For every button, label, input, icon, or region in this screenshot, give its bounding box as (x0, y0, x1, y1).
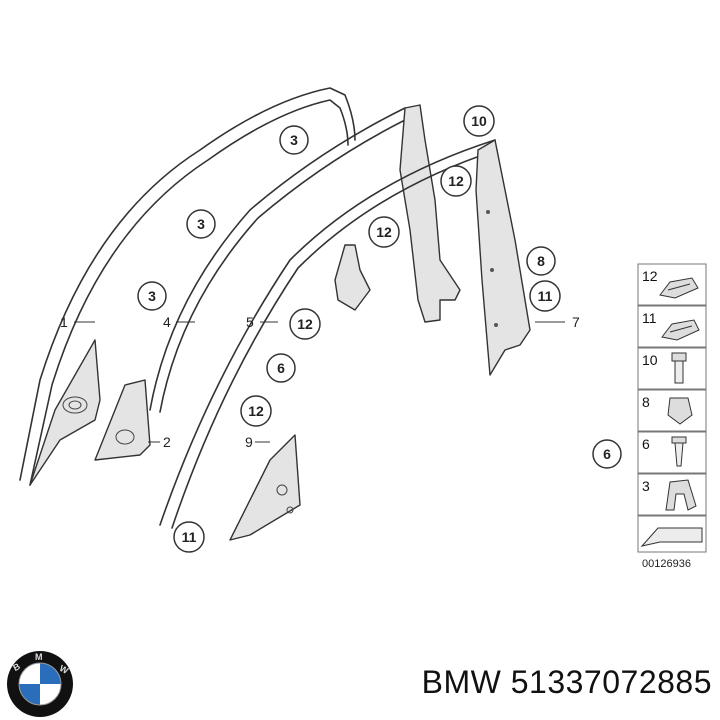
label-4: 4 (163, 314, 171, 330)
bracket-icon (665, 479, 697, 511)
part-9-lower-triangle (229, 434, 301, 541)
fastener-legend: 12 11 10 8 6 3 00126936 (637, 263, 707, 570)
legend-num-8: 8 (642, 394, 650, 410)
svg-text:11: 11 (538, 288, 553, 304)
svg-text:12: 12 (297, 316, 313, 332)
part-2-triangle-cover (94, 379, 151, 461)
callout-3-a: 3 (279, 125, 309, 155)
callout-8: 8 (526, 246, 556, 276)
nut-icon (667, 397, 693, 425)
legend-num-12: 12 (642, 268, 658, 284)
svg-text:3: 3 (148, 288, 156, 304)
callout-10: 10 (463, 105, 495, 137)
label-2: 2 (163, 434, 171, 450)
label-1: 1 (60, 314, 68, 330)
svg-text:12: 12 (376, 224, 392, 240)
label-5: 5 (246, 314, 254, 330)
clip-icon (659, 277, 699, 299)
callout-11-b: 11 (173, 521, 205, 553)
leader-lines (74, 321, 565, 443)
svg-text:11: 11 (182, 529, 197, 545)
part-7-pillar-trim (475, 139, 531, 376)
circled-callouts: 3 3 3 10 12 12 12 12 8 11 6 11 6 (137, 105, 622, 553)
svg-text:12: 12 (448, 173, 464, 189)
screw-icon (671, 436, 687, 467)
callout-12-c: 12 (289, 308, 321, 340)
svg-text:10: 10 (471, 113, 487, 129)
callout-3-b: 3 (186, 209, 216, 239)
svg-text:M: M (35, 652, 43, 662)
plain-labels: 1 2 4 5 7 9 (60, 314, 580, 450)
callout-3-c: 3 (137, 281, 167, 311)
callout-6-b: 6 (592, 439, 622, 469)
diagram-id: 00126936 (642, 558, 691, 570)
callout-12-d: 12 (240, 395, 272, 427)
svg-text:B: B (11, 661, 22, 673)
callout-6-a: 6 (266, 353, 296, 383)
svg-text:8: 8 (537, 253, 545, 269)
legend-num-10: 10 (642, 352, 658, 368)
callout-11-a: 11 (529, 280, 561, 312)
svg-text:3: 3 (290, 132, 298, 148)
legend-num-6: 6 (642, 436, 650, 452)
label-9: 9 (245, 434, 253, 450)
part-4-inner-seal (149, 107, 421, 413)
arrow-icon (640, 527, 703, 547)
b-pillar-inner (334, 104, 461, 323)
legend-num-11: 11 (642, 310, 657, 326)
part-number-caption: BMW 51337072885 (421, 664, 712, 700)
svg-text:6: 6 (277, 360, 285, 376)
svg-text:3: 3 (197, 216, 205, 232)
callout-12-a: 12 (440, 165, 472, 197)
part-5-seal-strip (159, 139, 498, 529)
label-7: 7 (572, 314, 580, 330)
svg-text:12: 12 (248, 403, 264, 419)
callout-12-b: 12 (368, 216, 400, 248)
clip-icon (661, 319, 700, 341)
part-1-frame-seal (19, 87, 356, 486)
svg-text:6: 6 (603, 446, 611, 462)
bolt-icon (671, 352, 687, 384)
legend-num-3: 3 (642, 478, 650, 494)
bmw-logo: B M W (7, 651, 73, 717)
